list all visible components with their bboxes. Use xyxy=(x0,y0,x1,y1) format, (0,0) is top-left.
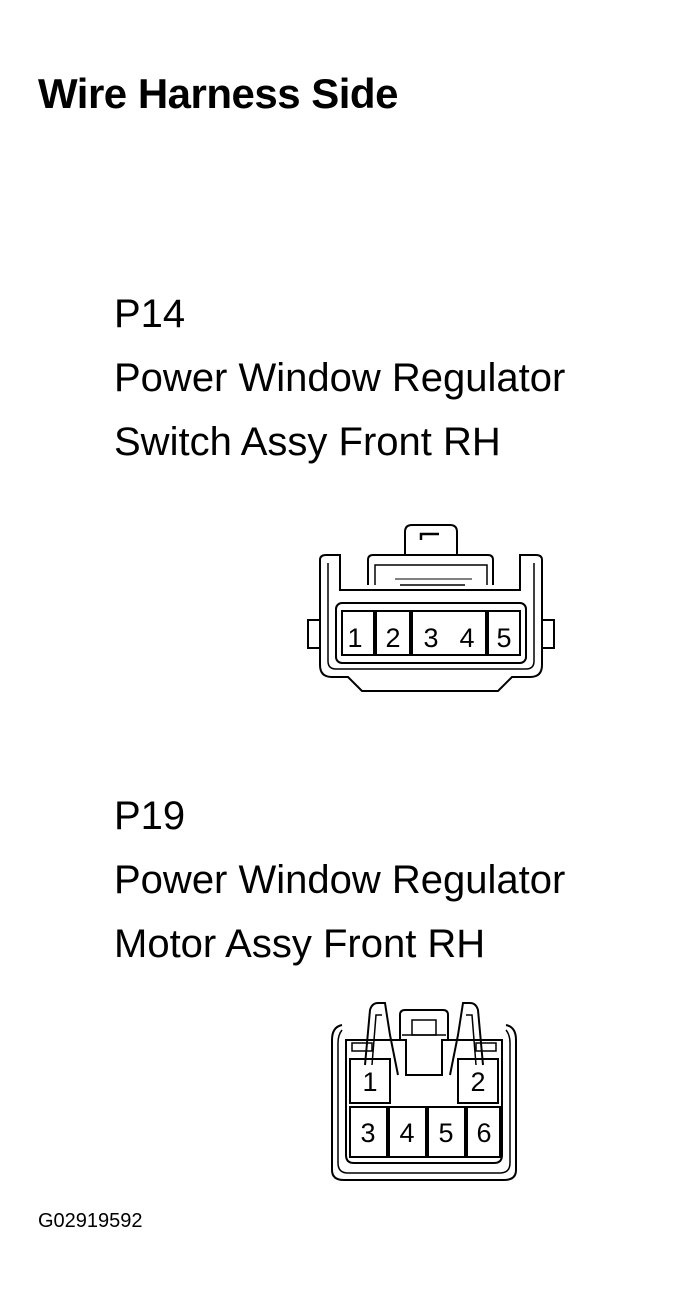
pin-cells xyxy=(349,1058,501,1158)
connector-code: P14 xyxy=(114,292,186,336)
figure-id: G02919592 xyxy=(38,1210,143,1232)
pin-label: 1 xyxy=(362,1067,377,1097)
pin-label: 3 xyxy=(360,1118,375,1148)
connector-name-line2: Switch Assy Front RH xyxy=(114,420,501,464)
connector-body xyxy=(319,554,543,692)
page-heading: Wire Harness Side xyxy=(38,70,398,117)
pin-label: 2 xyxy=(385,623,400,653)
connector-name-line1: Power Window Regulator xyxy=(114,858,566,902)
connector-p19-diagram: 1 2 3 4 5 6 xyxy=(331,1002,517,1181)
pin-label: 4 xyxy=(459,623,474,653)
connector-name-line1: Power Window Regulator xyxy=(114,356,566,400)
connector-latch-inner xyxy=(419,532,439,540)
pin-label: 3 xyxy=(423,623,438,653)
connector-latch xyxy=(404,524,458,555)
pin-housing xyxy=(345,1039,503,1164)
connector-latch-left xyxy=(364,1002,399,1076)
connector-body xyxy=(331,1024,517,1181)
pin-label: 5 xyxy=(496,623,511,653)
pin-label: 6 xyxy=(476,1118,491,1148)
connector-p19-label: P19 Power Window Regulator Motor Assy Fr… xyxy=(114,784,565,976)
connector-code: P19 xyxy=(114,794,186,838)
connector-key xyxy=(399,1009,449,1040)
pin-label: 1 xyxy=(347,623,362,653)
connector-name-line2: Motor Assy Front RH xyxy=(114,922,486,966)
pin-label: 4 xyxy=(399,1118,414,1148)
pin-cells xyxy=(341,610,521,656)
connector-p14-label: P14 Power Window Regulator Switch Assy F… xyxy=(114,282,565,474)
connector-shroud-top xyxy=(367,554,494,585)
connector-p14-diagram: 1 2 3 4 5 xyxy=(307,524,555,692)
pin-label: 2 xyxy=(470,1067,485,1097)
connector-latch-right xyxy=(449,1002,484,1076)
pin-label: 5 xyxy=(438,1118,453,1148)
